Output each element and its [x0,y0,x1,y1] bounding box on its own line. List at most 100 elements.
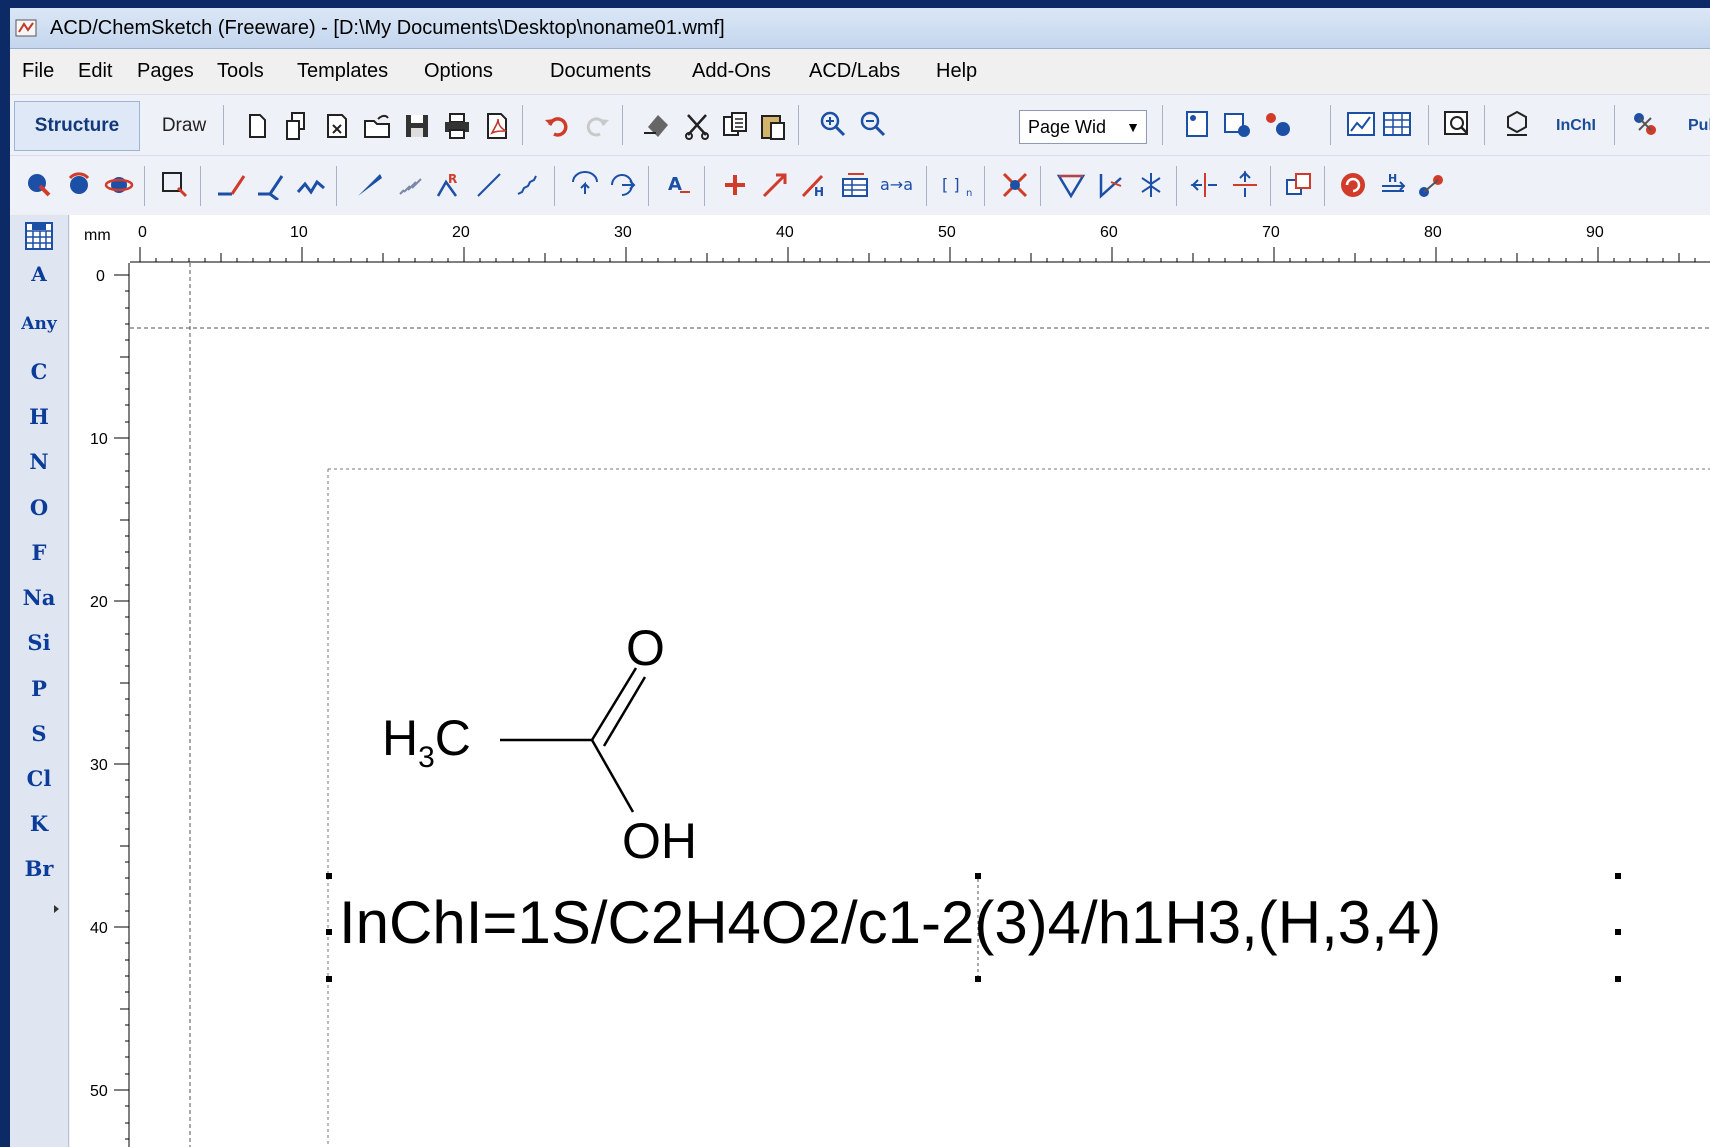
draw-mode-button[interactable]: Draw [161,115,207,136]
show-atom-icon[interactable] [1182,109,1212,139]
element-c[interactable]: C [30,359,48,384]
save-icon[interactable] [402,111,432,141]
new-page-icon[interactable] [242,111,272,141]
fragment-icon[interactable] [1416,170,1446,200]
menu-options[interactable]: Options [424,60,493,82]
svg-text:n: n [966,188,972,199]
draw-chain-icon[interactable] [256,170,286,200]
toolbar-separator [984,166,985,206]
element-n[interactable]: N [29,449,49,474]
paste-icon[interactable] [758,111,788,141]
group-objects-icon[interactable] [1284,170,1314,200]
r-group-icon[interactable]: R [434,170,464,200]
element-a[interactable]: A [31,262,47,286]
element-any[interactable]: Any [21,314,57,334]
hydrogen-toggle-icon[interactable]: H [1378,170,1408,200]
molecule-tools-icon[interactable] [1630,109,1660,139]
flip-down-icon[interactable] [1056,170,1086,200]
redo-icon[interactable] [582,111,612,141]
more-elements-icon[interactable] [52,903,64,915]
acetic-acid-structure[interactable]: H3C O OH [382,620,697,869]
element-f[interactable]: F [31,540,47,565]
selection-handles[interactable] [326,873,1621,982]
hruler-label: 0 [138,224,147,241]
rotate-icon[interactable] [64,170,94,200]
wavy-bond-icon[interactable] [514,170,544,200]
element-s[interactable]: S [31,721,47,746]
hashed-bond-icon[interactable] [394,170,424,200]
element-na[interactable]: Na [22,585,56,610]
menu-documents[interactable]: Documents [550,60,652,82]
periodic-table-icon[interactable] [24,221,54,251]
drawing-canvas[interactable]: H3C O OH [130,263,1710,1147]
print-icon[interactable] [442,111,472,141]
table-insert-icon[interactable] [840,170,870,200]
drawing-toolbar: R A H a→a [ ]n [10,155,1710,214]
menu-pages[interactable]: Pages [137,60,194,82]
toolbar-separator [1176,166,1177,206]
flip-horizontal-icon[interactable] [1190,170,1220,200]
explicit-hydrogen-icon[interactable]: H [800,170,830,200]
methyl-group-label: H3C [382,710,471,774]
element-k[interactable]: K [29,811,49,836]
zoom-select[interactable]: Page Wid ▼ [1019,110,1147,144]
menu-acd-labs[interactable]: ACD/Labs [809,60,901,82]
flip-angle-icon[interactable] [1096,170,1126,200]
element-si[interactable]: Si [27,630,51,655]
ruler-unit: mm [84,227,111,244]
hruler-label: 30 [614,224,632,241]
select-rectangle-icon[interactable] [160,170,190,200]
delete-tool-icon[interactable] [1000,170,1030,200]
wedge-bond-icon[interactable] [354,170,384,200]
zoom-out-icon[interactable] [858,109,888,139]
refresh-icon[interactable] [1338,170,1368,200]
menu-file[interactable]: File [22,60,55,82]
inchi-text-label[interactable]: InChI=1S/C2H4O2/c1-2(3)4/h1H3,(H,3,4) [339,889,1442,956]
element-p[interactable]: P [31,676,47,701]
delete-page-icon[interactable] [322,111,352,141]
add-charge-icon[interactable] [720,170,750,200]
atom-label-icon[interactable]: A [664,170,694,200]
inchi-button[interactable]: InChI [1556,117,1596,134]
zoom-in-icon[interactable] [818,109,848,139]
toolbar-separator [336,166,337,206]
3d-view-icon[interactable] [1222,109,1252,139]
ring-template-icon[interactable] [570,170,600,200]
copy-icon[interactable] [720,111,750,141]
single-bond-icon[interactable] [474,170,504,200]
menu-tools[interactable]: Tools [217,60,264,82]
menu-help[interactable]: Help [936,60,978,82]
draw-zigzag-icon[interactable] [296,170,326,200]
3d-rotate-icon[interactable] [104,170,134,200]
flip-vertical-icon[interactable] [1230,170,1260,200]
element-cl[interactable]: Cl [26,766,52,791]
element-o[interactable]: O [29,495,49,520]
menu-templates[interactable]: Templates [297,60,389,82]
element-h[interactable]: H [29,404,49,429]
select-move-icon[interactable] [24,170,54,200]
svg-text:H: H [814,185,824,199]
atom-mapping-icon[interactable]: a→a [878,172,920,198]
3d-molecule-icon[interactable] [1262,109,1292,139]
pubchem-button[interactable]: Pub [1688,117,1710,134]
table-grid-icon[interactable] [1382,109,1412,139]
clean-eraser-icon[interactable] [642,111,672,141]
align-tool-icon[interactable] [1136,170,1166,200]
database-search-icon[interactable] [1442,109,1472,139]
structure-mode-button[interactable]: Structure [14,101,140,151]
undo-icon[interactable] [542,111,572,141]
menu-edit[interactable]: Edit [78,60,113,82]
graph-chart-icon[interactable] [1346,109,1376,139]
bracket-tool-icon[interactable]: [ ]n [940,172,978,200]
reaction-arrow-tool-icon[interactable] [608,170,638,200]
structure-name-icon[interactable] [1502,109,1532,139]
add-page-icon[interactable] [282,111,312,141]
open-icon[interactable] [362,111,392,141]
draw-bond-icon[interactable] [216,170,246,200]
cut-icon[interactable] [682,111,712,141]
draw-arrow-icon[interactable] [760,170,790,200]
menu-add-ons[interactable]: Add-Ons [692,60,771,82]
pdf-export-icon[interactable] [482,111,512,141]
element-br[interactable]: Br [24,856,54,881]
window-title: ACD/ChemSketch (Freeware) - [D:\My Docum… [50,17,725,39]
